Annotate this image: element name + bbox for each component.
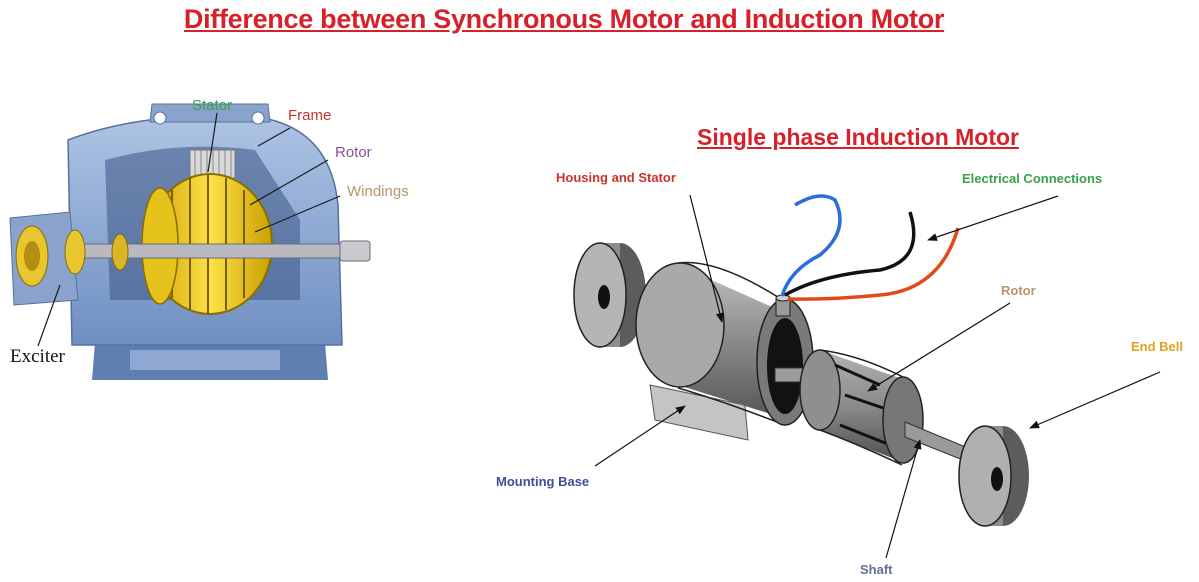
label-mounting-base: Mounting Base (496, 474, 590, 489)
label-stator: Stator (192, 97, 233, 114)
synchronous-motor-illustration (9, 103, 371, 380)
label-housing-and-stator: Housing and Stator (556, 170, 676, 185)
label-rotor-sync: Rotor (335, 144, 372, 161)
label-rotor-induction: Rotor (1001, 283, 1036, 298)
label-frame: Frame (288, 107, 332, 124)
label-shaft: Shaft (860, 562, 893, 577)
induction-motor-illustration (573, 194, 1161, 559)
electrical-wires (780, 194, 960, 301)
housing-and-stator (635, 261, 814, 426)
page-title: Difference between Synchronous Motor and… (183, 4, 945, 34)
label-electrical-connections: Electrical Connections (962, 171, 1103, 186)
left-end-bell (573, 242, 646, 348)
induction-motor-title: Single phase Induction Motor (697, 124, 1019, 150)
right-end-bell (958, 425, 1029, 527)
induction-rotor (774, 349, 924, 466)
label-exciter: Exciter (10, 346, 65, 367)
label-end-bell: End Bell (1131, 339, 1184, 354)
label-windings: Windings (347, 183, 409, 200)
